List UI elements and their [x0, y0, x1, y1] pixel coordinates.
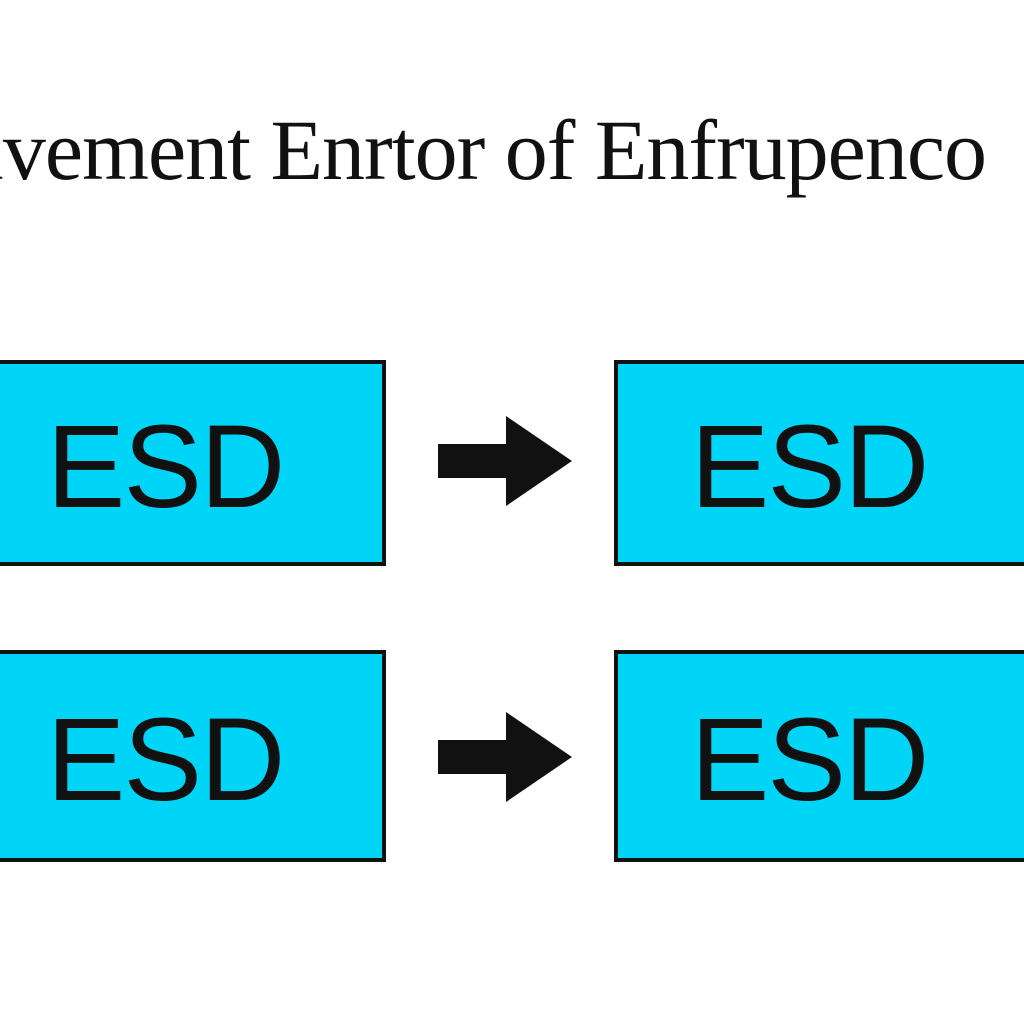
diagram-title-area: ivement Enrtor of Enfrupenco	[0, 100, 1024, 200]
box-row2-right: ESD	[614, 650, 1024, 862]
diagram-title: ivement Enrtor of Enfrupenco	[0, 102, 987, 198]
box-label: ESD	[690, 401, 930, 533]
arrow-shape	[438, 712, 572, 802]
arrow-right-icon	[438, 416, 572, 506]
box-row1-left: ESD	[0, 360, 386, 566]
box-label: ESD	[46, 401, 286, 533]
box-label: ESD	[690, 694, 930, 826]
arrow-right-icon	[438, 712, 572, 802]
box-row1-right: ESD	[614, 360, 1024, 566]
box-label: ESD	[46, 694, 286, 826]
arrow-shape	[438, 416, 572, 506]
box-row2-left: ESD	[0, 650, 386, 862]
